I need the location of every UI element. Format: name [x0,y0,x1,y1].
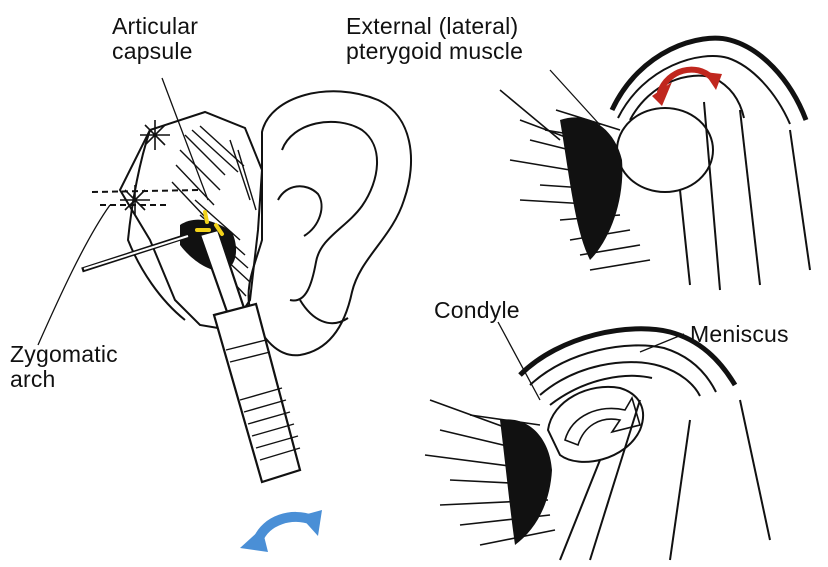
zygomatic-dashed-line [92,190,200,192]
label-condyle: Condyle [434,298,520,323]
ear-outline [249,91,412,355]
suture-marks [120,120,170,215]
ear-inner-fold [282,122,377,301]
label-zygomatic-arch-line1: Zygomatic [10,342,118,367]
condyle-head [617,108,713,192]
leader-zygomatic-arch [38,205,110,345]
curved-double-arrow-blue-icon [240,510,322,552]
ear-concha [278,186,322,236]
label-external-pterygoid-line1: External (lateral) [346,14,523,39]
instrument-handle [214,304,300,482]
ramus-line-1 [680,190,690,285]
retractor-rod-inner [84,236,188,269]
label-articular-capsule-line2: capsule [112,39,198,64]
bottom-muscle-shadow [500,419,552,545]
ear-surgical-view [38,78,411,482]
leader-meniscus [640,334,684,352]
muscle-mass-shadow [560,117,622,260]
label-zygomatic-arch-line2: arch [10,367,118,392]
label-meniscus: Meniscus [690,322,789,347]
label-zygomatic-arch: Zygomatic arch [10,342,118,392]
ramus-line-3 [740,110,760,285]
joint-open-view [425,322,770,560]
label-articular-capsule: Articular capsule [112,14,198,64]
label-external-pterygoid-line2: pterygoid muscle [346,39,523,64]
ramus-bottom-3 [670,420,690,560]
ear-lobe [300,300,348,323]
label-articular-capsule-line1: Articular [112,14,198,39]
ramus-bottom-4 [740,400,770,540]
label-external-pterygoid: External (lateral) pterygoid muscle [346,14,523,64]
ramus-line-2 [704,102,720,290]
joint-closed-view [500,38,810,290]
ramus-line-4 [790,130,810,270]
curved-arrow-red-icon [652,70,722,106]
fossa-inner-bottom [530,345,716,392]
